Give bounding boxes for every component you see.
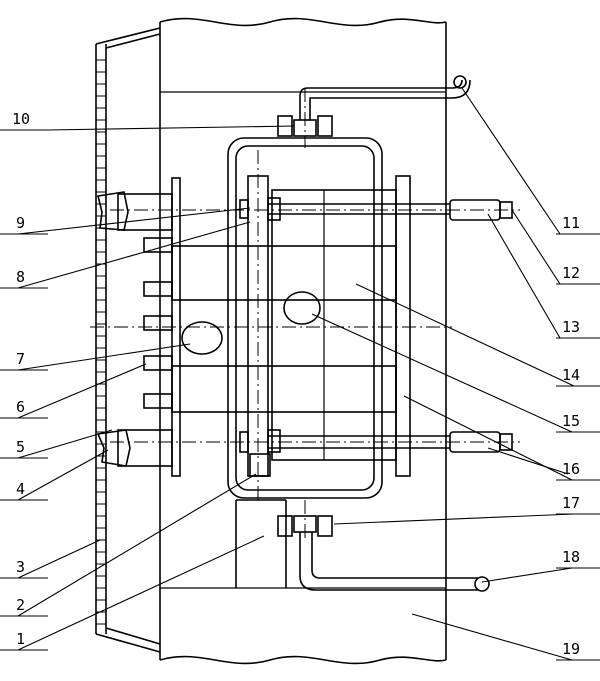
label-14: 14 — [562, 366, 580, 384]
upper-tie-rod — [97, 191, 513, 231]
label-1: 1 — [16, 630, 25, 648]
transverse-bars — [171, 245, 397, 413]
leader-lines — [17, 87, 575, 661]
label-7: 7 — [16, 350, 25, 368]
center-lines — [90, 88, 520, 540]
ellipse-15 — [283, 291, 321, 325]
label-3: 3 — [16, 558, 25, 576]
side-plate — [95, 27, 161, 653]
label-19: 19 — [562, 640, 580, 658]
label-11: 11 — [562, 214, 580, 232]
label-13: 13 — [562, 318, 580, 336]
ellipse-7 — [181, 321, 223, 355]
label-8: 8 — [16, 268, 25, 286]
label-2: 2 — [16, 596, 25, 614]
column-body — [159, 17, 447, 665]
right-plate — [395, 175, 411, 477]
label-15: 15 — [562, 412, 580, 430]
label-6: 6 — [16, 398, 25, 416]
housing-frame — [227, 137, 383, 499]
label-12: 12 — [562, 264, 580, 282]
part-labels: 10 9 8 7 6 5 4 3 2 1 11 12 13 14 15 16 1… — [12, 110, 580, 658]
flange-stubs — [143, 237, 173, 409]
label-18: 18 — [562, 548, 580, 566]
label-4: 4 — [16, 480, 25, 498]
label-5: 5 — [16, 438, 25, 456]
inner-block — [271, 189, 397, 461]
label-underlines — [0, 129, 600, 661]
label-9: 9 — [16, 214, 25, 232]
label-10: 10 — [12, 110, 30, 128]
label-16: 16 — [562, 460, 580, 478]
upper-pipe — [277, 75, 471, 137]
lower-nut-block — [249, 453, 271, 477]
label-17: 17 — [562, 494, 580, 512]
lower-pipe — [277, 515, 490, 592]
